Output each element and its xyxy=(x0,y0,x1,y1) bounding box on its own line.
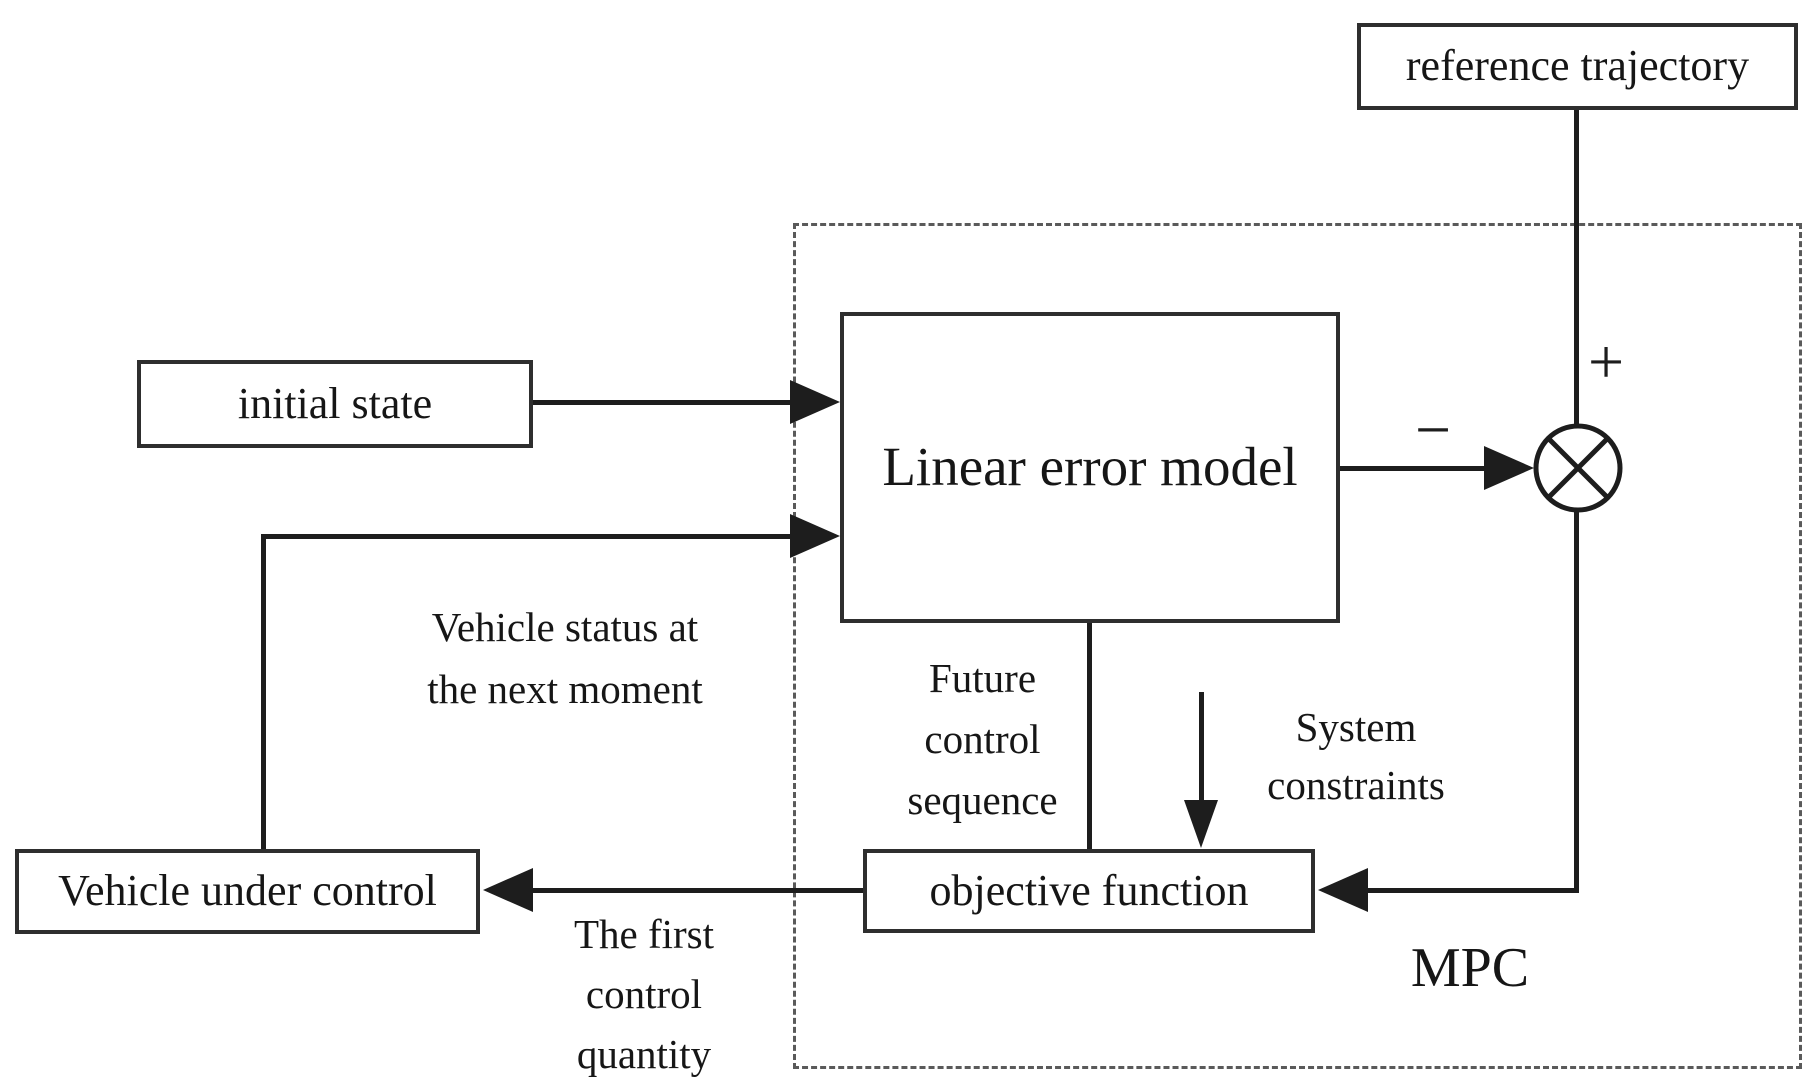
arrow-system-constraints xyxy=(1199,692,1204,804)
arrowhead-right-icon xyxy=(790,514,840,558)
label-future-control-sequence: Future control sequence xyxy=(907,655,1058,823)
arrow-initial-to-model xyxy=(533,400,793,405)
node-linear-error-model: Linear error model xyxy=(840,312,1340,623)
arrowhead-left-icon xyxy=(483,868,533,912)
node-objective-function: objective function xyxy=(863,849,1315,933)
plus-sign: + xyxy=(1587,326,1625,397)
arrow-objective-to-vehicle xyxy=(531,888,863,893)
node-label: initial state xyxy=(237,378,433,428)
node-label: reference trajectory xyxy=(1405,41,1750,91)
arrowhead-down-icon xyxy=(1184,800,1218,848)
line-junction-down xyxy=(1574,508,1579,893)
arrow-feedback-to-model xyxy=(261,534,790,539)
node-vehicle-under-control: Vehicle under control xyxy=(15,849,480,934)
node-initial-state: initial state xyxy=(137,360,533,448)
node-label: objective function xyxy=(929,865,1249,915)
node-reference-trajectory: reference trajectory xyxy=(1357,23,1798,110)
arrow-junction-to-objective xyxy=(1366,888,1579,893)
mpc-region xyxy=(793,223,1802,1069)
label-first-control-quantity: The first control quantity xyxy=(573,911,715,1077)
arrow-model-to-junction xyxy=(1340,466,1487,471)
line-vehicle-feedback-vertical xyxy=(261,534,266,849)
node-label: Linear error model xyxy=(882,436,1298,498)
label-system-constraints: System constraints xyxy=(1267,704,1445,808)
line-model-to-objective xyxy=(1087,623,1092,850)
arrowhead-right-icon xyxy=(790,380,840,424)
label-mpc: MPC xyxy=(1410,937,1530,999)
node-label: Vehicle under control xyxy=(58,866,437,916)
minus-sign: − xyxy=(1414,394,1452,465)
line-reference-to-junction xyxy=(1574,110,1579,426)
label-vehicle-status: Vehicle status at the next moment xyxy=(427,604,703,712)
arrowhead-right-icon xyxy=(1484,446,1534,490)
arrowhead-left-icon xyxy=(1318,868,1368,912)
summing-junction-icon xyxy=(1533,423,1623,513)
